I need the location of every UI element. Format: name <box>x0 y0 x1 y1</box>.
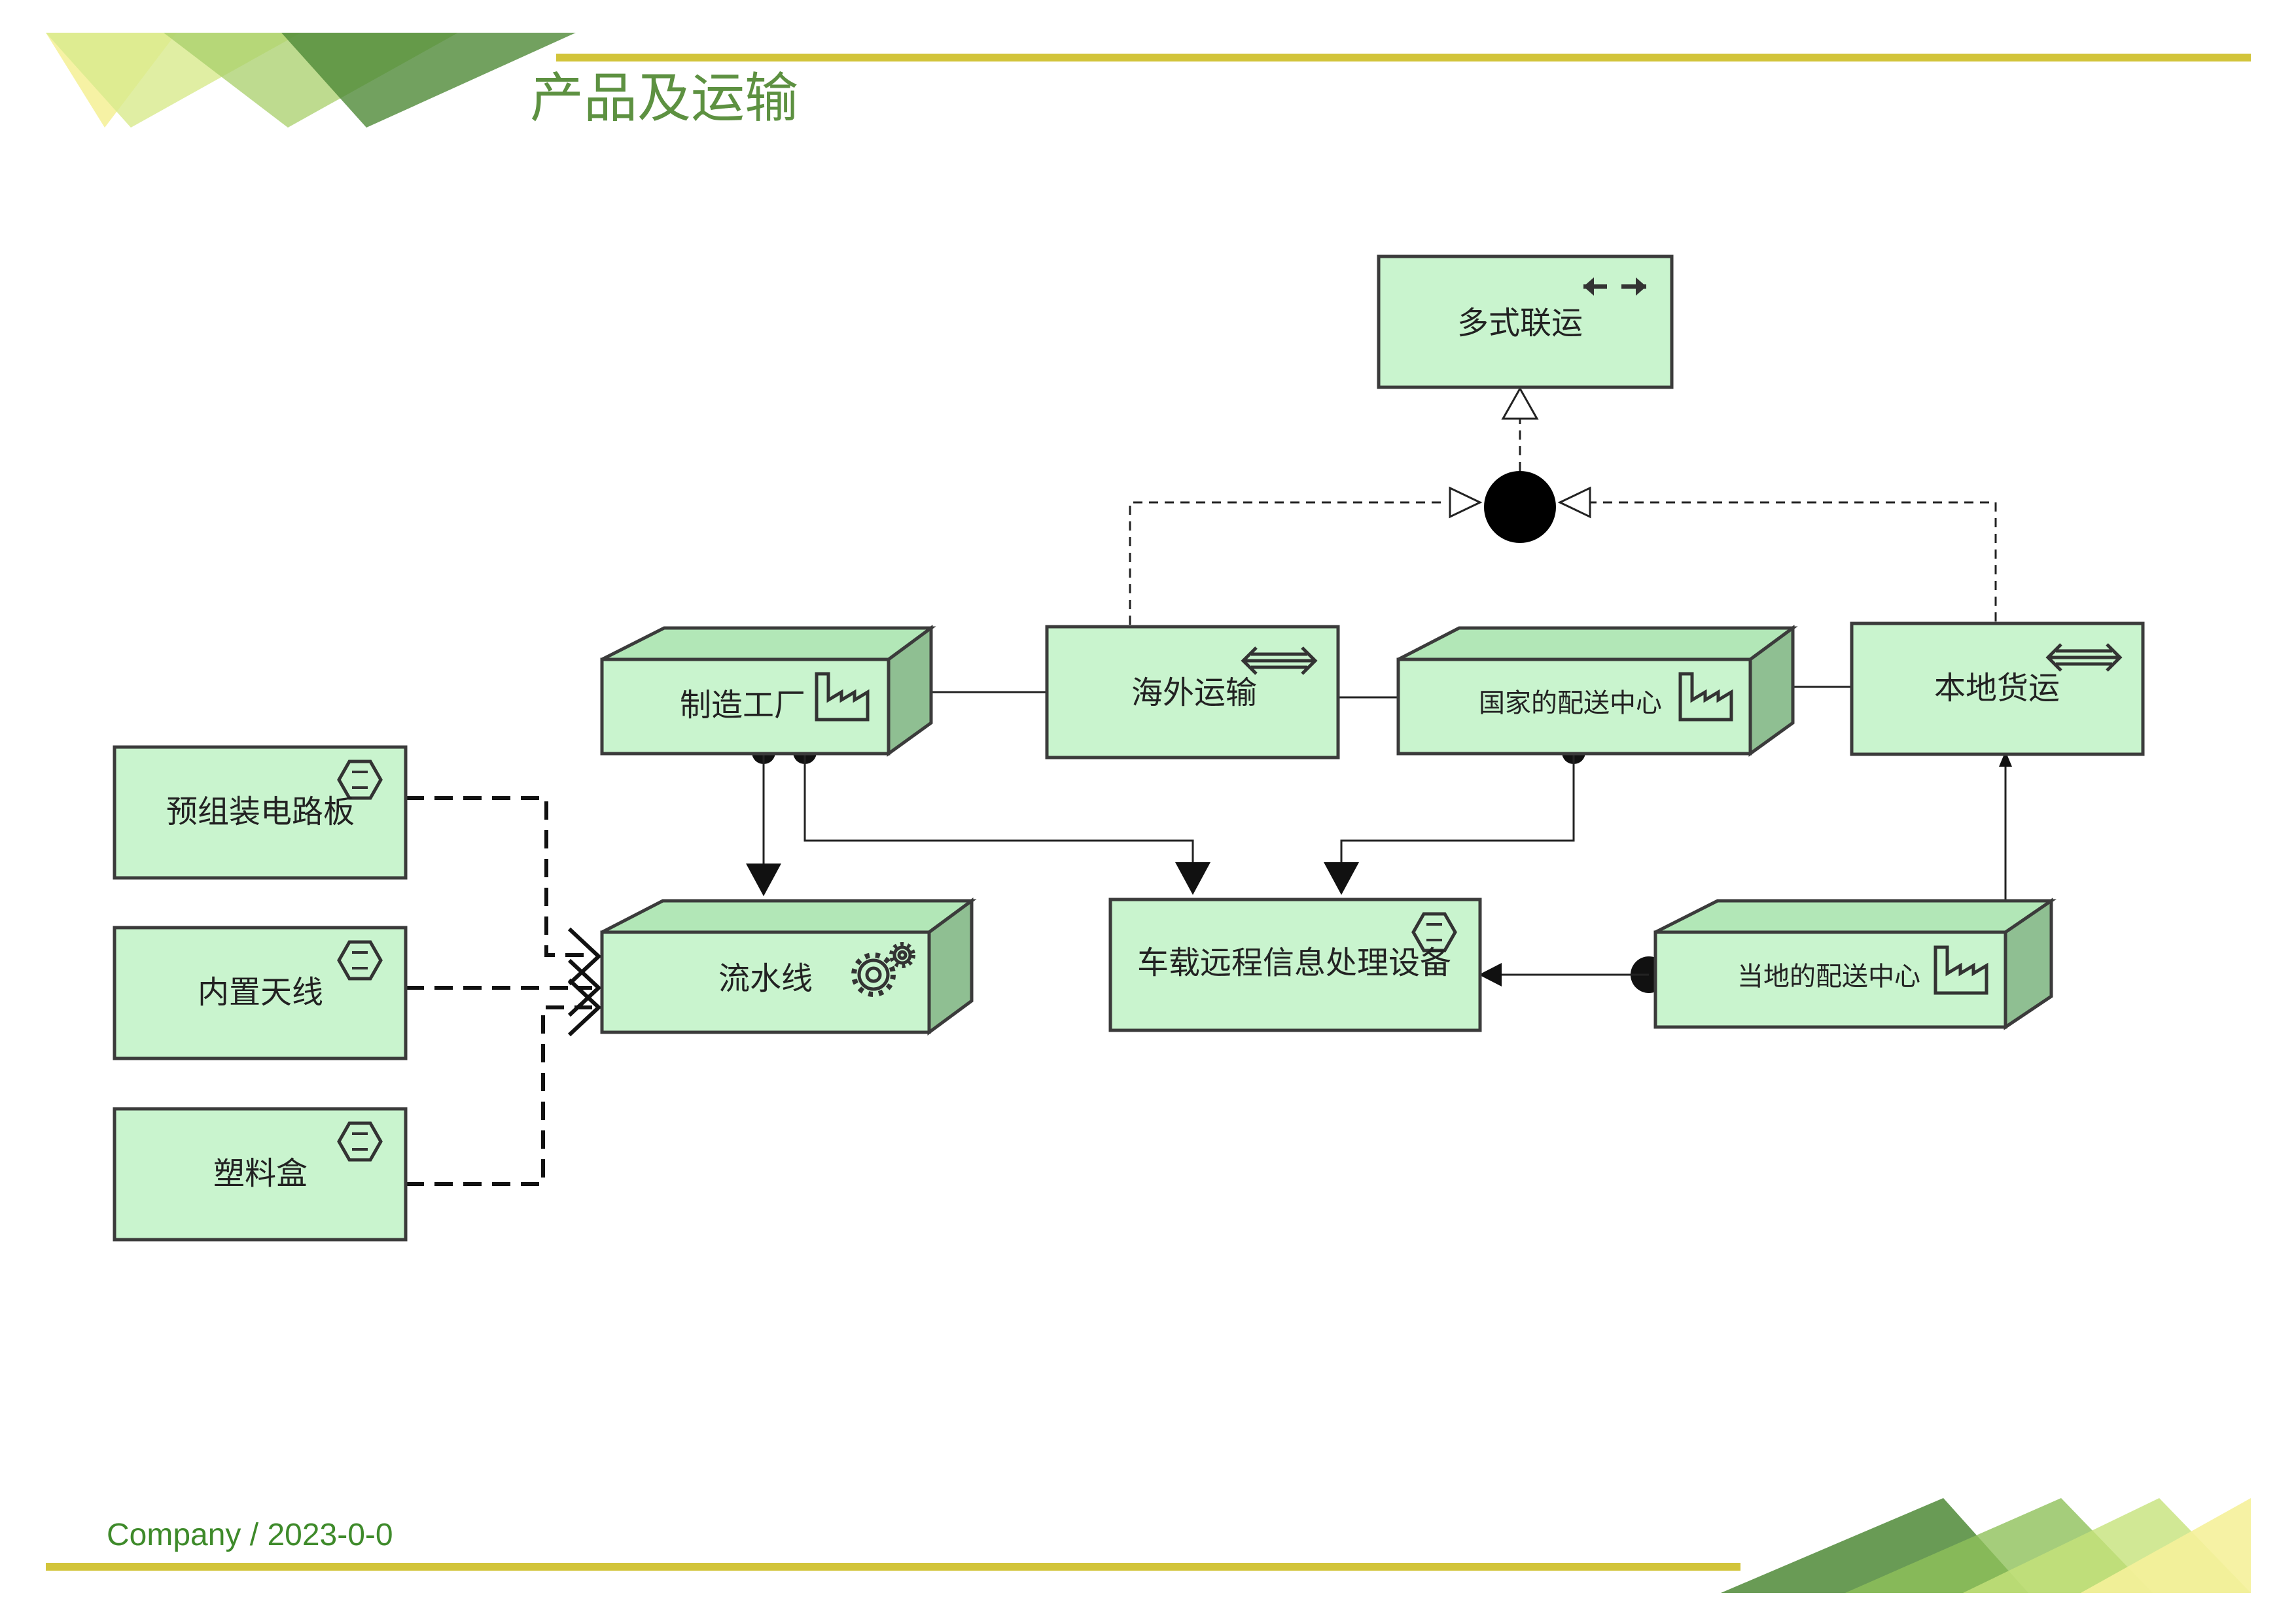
node-assembly-line[interactable]: 流水线 <box>600 898 977 1036</box>
gears-icon <box>851 942 915 997</box>
node-antenna[interactable]: 内置天线 <box>113 926 408 1060</box>
node-local-dc[interactable]: 当地的配送中心 <box>1653 898 2057 1030</box>
transport-arrows-icon <box>2045 643 2123 672</box>
node-national-dc-label: 国家的配送中心 <box>1479 688 1662 718</box>
node-plastic-box-label: 塑料盒 <box>213 1155 308 1192</box>
bidirectional-arrows-icon <box>1583 277 1646 296</box>
page-title: 产品及运输 <box>530 67 798 130</box>
node-pcb-label: 预组装电路板 <box>166 794 355 830</box>
transport-arrows-icon <box>1241 646 1318 675</box>
product-hexagon-icon <box>337 759 383 800</box>
product-hexagon-icon <box>337 940 383 981</box>
node-plastic-box[interactable]: 塑料盒 <box>113 1107 408 1242</box>
node-national-dc[interactable]: 国家的配送中心 <box>1396 625 1798 757</box>
connectors <box>406 386 2012 1186</box>
factory-icon <box>815 672 870 722</box>
node-local-freight-label: 本地货运 <box>1934 670 2060 707</box>
node-local-freight[interactable]: 本地货运 <box>1850 621 2145 756</box>
node-assembly-line-label: 流水线 <box>718 960 813 997</box>
footer-text: Company / 2023-0-0 <box>107 1518 393 1552</box>
junction-node <box>1484 471 1556 543</box>
node-factory[interactable]: 制造工厂 <box>600 625 936 757</box>
product-hexagon-icon <box>337 1121 383 1162</box>
node-telematics-label: 车载远程信息处理设备 <box>1137 945 1451 981</box>
factory-icon <box>1678 672 1733 722</box>
node-factory-label: 制造工厂 <box>680 687 805 724</box>
node-multimodal-label: 多式联运 <box>1457 305 1583 341</box>
node-telematics[interactable]: 车载远程信息处理设备 <box>1108 898 1482 1032</box>
factory-icon <box>1934 945 1988 995</box>
node-multimodal[interactable]: 多式联运 <box>1377 254 1674 389</box>
node-overseas[interactable]: 海外运输 <box>1045 625 1340 759</box>
node-local-dc-label: 当地的配送中心 <box>1737 962 1920 992</box>
node-pcb[interactable]: 预组装电路板 <box>113 745 408 880</box>
node-overseas-label: 海外运输 <box>1131 674 1257 711</box>
node-antenna-label: 内置天线 <box>198 974 323 1011</box>
product-hexagon-icon <box>1411 912 1457 952</box>
header-decoration <box>46 33 576 128</box>
footer-decoration <box>1721 1498 2251 1593</box>
